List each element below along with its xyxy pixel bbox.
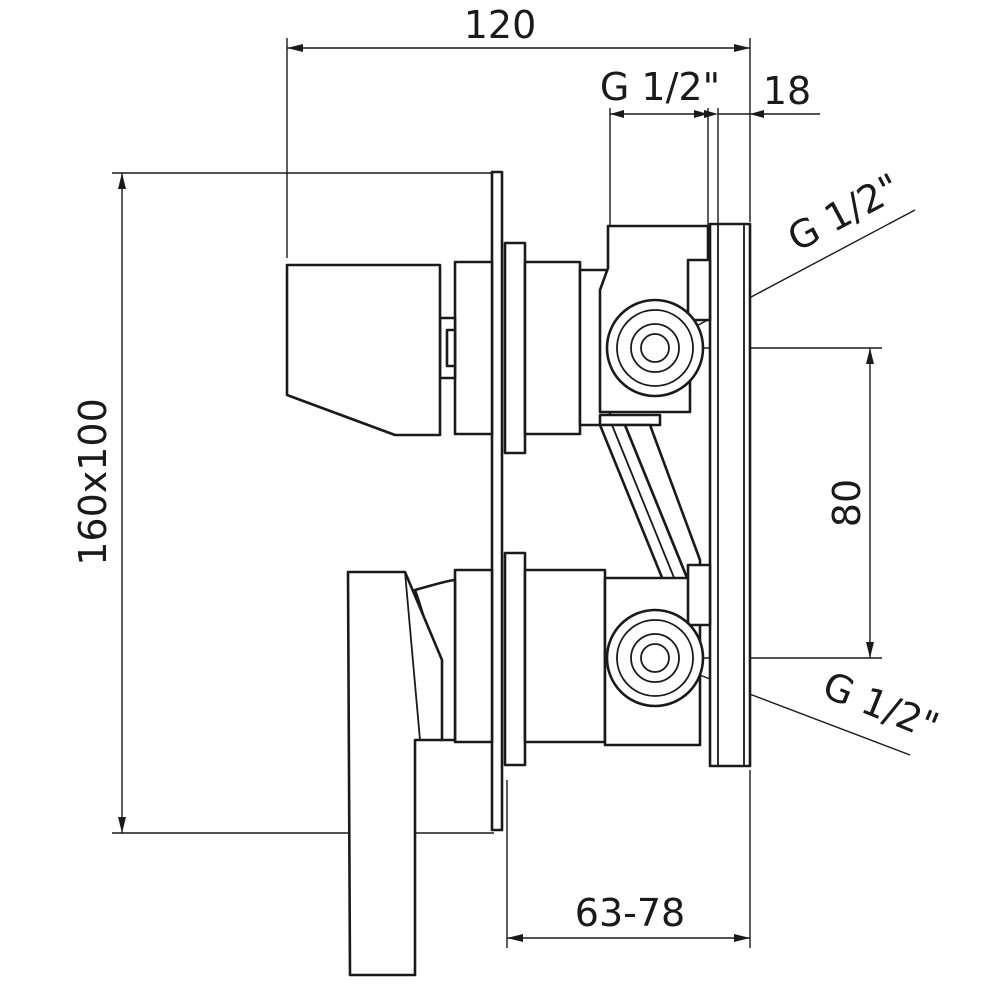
dimension-plate-size: 160x100 — [71, 172, 494, 834]
dim-label-lower-thread: G 1/2" — [817, 663, 945, 749]
cover-plate — [490, 170, 504, 832]
mounting-plate — [708, 222, 752, 768]
dim-label-plate-size: 160x100 — [71, 398, 115, 566]
connecting-channel — [598, 423, 702, 587]
diverter-knob — [285, 260, 494, 437]
upper-outlet-connector — [605, 298, 705, 398]
dimension-plate-depth: 18 — [704, 69, 820, 225]
dimension-overall-width: 120 — [286, 3, 751, 258]
dim-label-outlet-spacing: 80 — [825, 479, 869, 527]
mixer-lever-handle — [346, 568, 494, 977]
dim-label-upper-thread: G 1/2" — [781, 165, 908, 260]
dim-label-inlet-thread: G 1/2" — [600, 65, 720, 109]
dimension-inlet-thread: G 1/2" — [600, 65, 720, 225]
lower-outlet-connector — [605, 608, 705, 708]
dimension-installation-depth: 63-78 — [506, 770, 751, 948]
dim-label-plate-depth: 18 — [763, 69, 811, 113]
dim-label-overall-width: 120 — [464, 3, 537, 47]
dim-label-installation-depth: 63-78 — [575, 891, 685, 935]
